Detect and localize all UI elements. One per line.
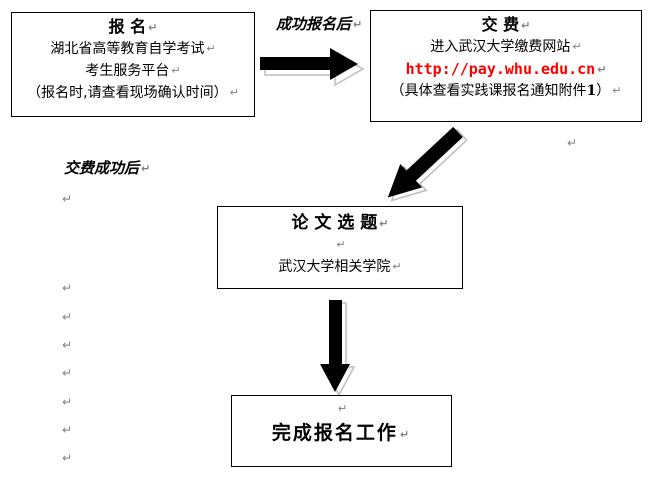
line-break-mark: ↵ [62,338,73,352]
arrow-down-left-icon [387,126,468,202]
line-break-mark: ↵ [62,423,73,437]
payment-url-link[interactable]: http://pay.whu.edu.cn↵ [371,58,641,80]
finish-box: ↵ 完成报名工作↵ [231,395,452,467]
register-box-line2-text: 考生服务平台 [85,63,170,79]
register-box-line1-text: 湖北省高等教育自学考试 [50,41,205,57]
line-break-mark: ↵ [379,217,389,230]
line-break-mark: ↵ [62,395,73,409]
register-box: 报 名↵ 湖北省高等教育自学考试↵ 考生服务平台↵ （报名时,请查看现场确认时间… [11,12,255,117]
register-box-line3-text: （报名时,请查看现场确认时间） [27,85,228,101]
thesis-box-title: 论 文 选 题↵ [218,211,462,235]
line-break-mark: ↵ [399,428,412,441]
thesis-box-line1-text: 武汉大学相关学院 [278,259,391,275]
register-box-title-text: 报 名 [108,17,147,36]
line-break-mark: ↵ [392,260,402,273]
thesis-box-empty-line: ↵ [218,235,462,255]
finish-box-empty-line: ↵ [232,400,451,418]
payment-box-line: 进入武汉大学缴费网站↵ [371,36,641,58]
line-break-mark: ↵ [572,40,582,53]
line-break-mark: ↵ [336,238,346,251]
line-break-mark: ↵ [62,310,73,324]
line-break-mark: ↵ [229,86,239,99]
line-break-mark: ↵ [353,18,363,31]
line-break-mark: ↵ [62,366,73,380]
line-break-mark: ↵ [337,402,348,415]
thesis-box-line: 武汉大学相关学院↵ [218,255,462,279]
payment-box-title: 交 费↵ [371,14,641,36]
after-payment-label: 交费成功后↵ [64,157,150,178]
after-payment-label-text: 交费成功后 [64,159,140,177]
line-break-mark: ↵ [62,451,73,465]
line-break-mark: ↵ [148,21,158,34]
finish-box-title-text: 完成报名工作 [271,422,398,444]
payment-url-text[interactable]: http://pay.whu.edu.cn [405,60,596,78]
after-register-label-text: 成功报名后 [276,15,352,33]
line-break-mark: ↵ [62,281,73,295]
payment-box-line3-number: 1 [586,83,597,99]
register-box-title: 报 名↵ [12,16,254,38]
payment-box-line3-prefix: （具体查看实践课报名通知附件 [390,83,587,99]
line-break-mark: ↵ [597,63,607,76]
line-break-mark: ↵ [171,64,181,77]
arrow-down-icon [320,300,356,396]
payment-box-line1-text: 进入武汉大学缴费网站 [430,39,571,55]
thesis-box-title-text: 论 文 选 题 [291,213,378,233]
payment-box: 交 费↵ 进入武汉大学缴费网站↵ http://pay.whu.edu.cn↵ … [370,10,642,122]
line-break-mark: ↵ [62,192,73,206]
register-box-line: 考生服务平台↵ [12,60,254,82]
payment-box-line3-suffix: ） [596,83,611,99]
thesis-box: 论 文 选 题↵ ↵ 武汉大学相关学院↵ [217,206,463,289]
finish-box-title: 完成报名工作↵ [232,418,451,448]
line-break-mark: ↵ [567,136,578,150]
line-break-mark: ↵ [141,162,151,175]
payment-box-title-text: 交 费 [481,15,520,34]
line-break-mark: ↵ [206,42,216,55]
arrow-right-icon [260,48,365,87]
line-break-mark: ↵ [521,19,531,32]
register-box-line: 湖北省高等教育自学考试↵ [12,38,254,60]
register-box-line: （报名时,请查看现场确认时间）↵ [12,82,254,104]
after-register-label: 成功报名后↵ [276,13,362,34]
line-break-mark: ↵ [612,84,622,97]
payment-box-line: （具体查看实践课报名通知附件1）↵ [371,80,641,102]
